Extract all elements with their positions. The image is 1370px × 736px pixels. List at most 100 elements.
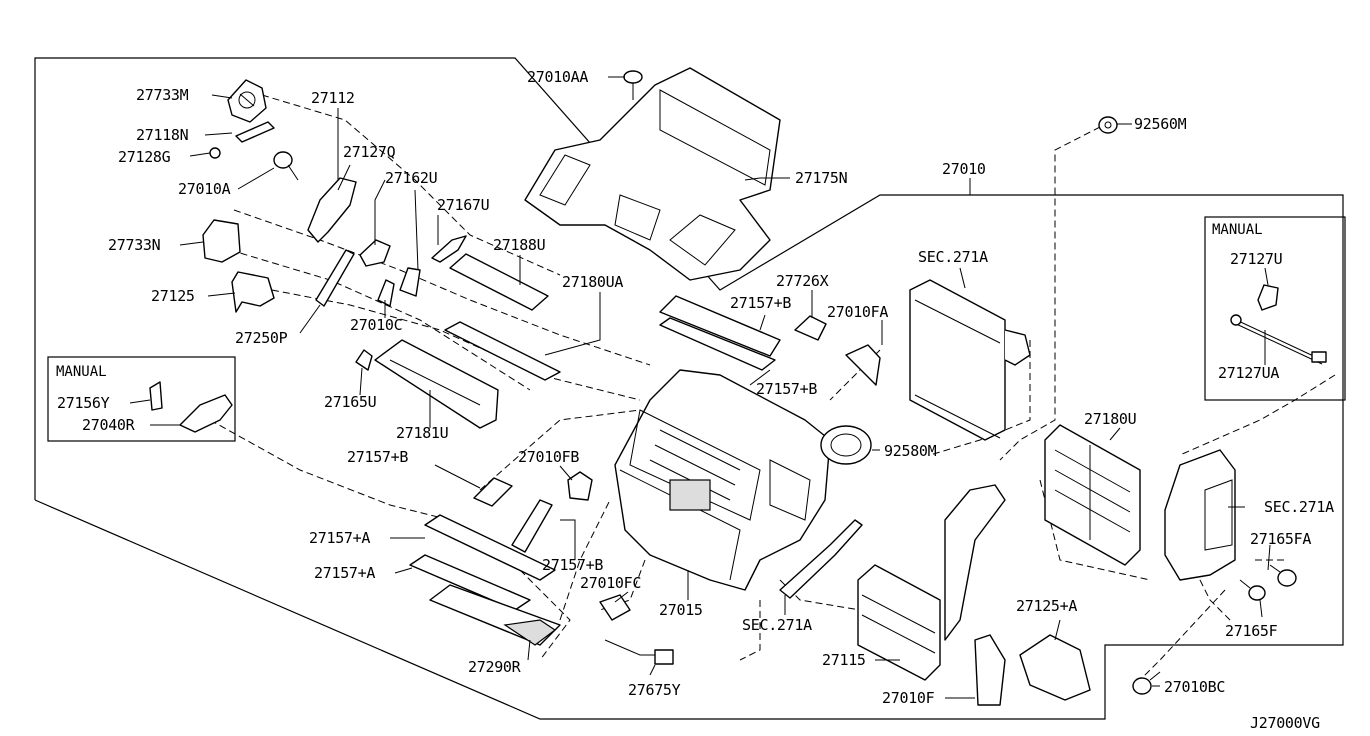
manual-box-left	[47, 356, 236, 442]
actuator-27733M-part	[227, 79, 267, 123]
housing-sec271a-right-part	[1164, 449, 1236, 581]
label-27127Q: 27127Q	[343, 143, 396, 161]
seal-27157B-top-part	[659, 295, 781, 357]
screw-27010A-part	[273, 151, 299, 181]
manual-box-left-title: MANUAL	[56, 364, 107, 380]
bracket-27040R-part	[179, 394, 233, 433]
label-27157A-1: 27157+A	[309, 529, 370, 547]
label-27290R: 27290R	[468, 658, 522, 676]
clip-27010FA-part	[845, 344, 881, 386]
door-27181U-part	[374, 339, 499, 429]
label-27162U: 27162U	[385, 169, 437, 187]
heater-core-27115-part	[857, 484, 1006, 681]
clip-92560M-part	[1098, 116, 1118, 134]
assembly-lines	[209, 94, 1336, 681]
link-27118N-part	[235, 121, 275, 143]
pipe-sec271a-part	[779, 519, 863, 599]
label-sec271a-3: SEC.271A	[742, 616, 812, 634]
plate-27180UA-part	[444, 321, 561, 381]
label-27010FC: 27010FC	[580, 574, 641, 592]
label-27675Y: 27675Y	[628, 681, 681, 699]
label-27112: 27112	[311, 89, 355, 107]
ring-92580M-part	[820, 425, 872, 465]
clip-27010FB-part	[567, 471, 593, 501]
cable-27127UA-part	[1230, 314, 1327, 365]
label-27165FA: 27165FA	[1250, 530, 1311, 548]
plate-27188U-part	[449, 253, 549, 311]
label-27125A: 27125+A	[1016, 597, 1077, 615]
manual-box-right	[1204, 216, 1346, 401]
label-sec271a-2: SEC.271A	[1264, 498, 1334, 516]
clip-27128G-part	[209, 147, 221, 159]
label-27115: 27115	[822, 651, 866, 669]
label-27010BC: 27010BC	[1164, 678, 1225, 696]
sensor-27675Y-part	[604, 639, 674, 665]
bolt-27165FA-part	[1269, 564, 1297, 587]
label-27010F: 27010F	[882, 689, 935, 707]
label-27181U: 27181U	[396, 424, 448, 442]
label-27015: 27015	[659, 601, 703, 619]
label-27733M: 27733M	[136, 86, 189, 104]
label-27157A-2: 27157+A	[314, 564, 375, 582]
seal-27157B-right-part	[511, 499, 553, 553]
bolt-27165F-part	[1239, 579, 1266, 601]
label-27127UA: 27127UA	[1218, 364, 1279, 382]
evaporator-core-part	[909, 279, 1031, 441]
label-27157B-3: 27157+B	[347, 448, 408, 466]
seal-27157A-upper-part	[424, 514, 556, 581]
label-27010FB: 27010FB	[518, 448, 579, 466]
rod-27250P-part	[315, 249, 355, 307]
label-27157B-1: 27157+B	[730, 294, 791, 312]
label-27726X: 27726X	[776, 272, 829, 290]
label-27010: 27010	[942, 160, 986, 178]
label-27165U: 27165U	[324, 393, 376, 411]
link-27127Q-part	[359, 239, 391, 267]
clip-27165U-part	[355, 349, 373, 371]
clip-27167U-part	[431, 235, 467, 263]
label-27118N: 27118N	[136, 126, 189, 144]
duct-27175N-part	[524, 67, 781, 281]
bolt-27010BC-part	[1132, 671, 1161, 695]
label-27156Y: 27156Y	[57, 394, 110, 412]
label-27188U: 27188U	[493, 236, 545, 254]
bracket-27125-part	[231, 271, 275, 313]
label-27250P: 27250P	[235, 329, 288, 347]
label-27010AA: 27010AA	[527, 68, 588, 86]
label-27040R: 27040R	[82, 416, 136, 434]
clip-27156Y-part	[149, 381, 163, 411]
grille-27180U-part	[1044, 424, 1141, 566]
manual-box-right-title: MANUAL	[1212, 222, 1263, 238]
label-27010A: 27010A	[178, 180, 231, 198]
main-frame-outline	[34, 57, 1344, 720]
label-sec271a-1: SEC.271A	[918, 248, 988, 266]
label-92560M: 92560M	[1134, 115, 1187, 133]
label-27010C: 27010C	[350, 316, 402, 334]
cover-27125A-part	[1019, 634, 1091, 701]
label-27157B-2: 27157+B	[756, 380, 817, 398]
clip-27010FC-part	[599, 594, 631, 621]
seal-27157B-lower-part	[473, 477, 513, 507]
diagram-code: J27000VG	[1250, 714, 1320, 732]
sensor-27726X-part	[794, 315, 827, 341]
bracket-27010F-part	[974, 634, 1006, 706]
lever-27162U-part	[399, 267, 421, 297]
label-27125: 27125	[151, 287, 195, 305]
label-27175N: 27175N	[795, 169, 848, 187]
lever-27112-part	[307, 177, 357, 243]
label-27010FA: 27010FA	[827, 303, 888, 321]
label-27127U: 27127U	[1230, 250, 1282, 268]
label-27180UA: 27180UA	[562, 273, 623, 291]
screw-27010AA-part	[623, 70, 643, 100]
label-27165F: 27165F	[1225, 622, 1278, 640]
label-27167U: 27167U	[437, 196, 489, 214]
label-92580M: 92580M	[884, 442, 937, 460]
filter-27290R-part	[429, 584, 561, 646]
leader-lines	[129, 76, 1271, 699]
lever-27127U-part	[1257, 284, 1279, 311]
label-27733N: 27733N	[108, 236, 161, 254]
clip-27010C-part	[377, 279, 395, 307]
label-27180U: 27180U	[1084, 410, 1136, 428]
heater-unit-27015-part	[614, 369, 831, 591]
seal-27157B-mid-part	[659, 317, 776, 371]
